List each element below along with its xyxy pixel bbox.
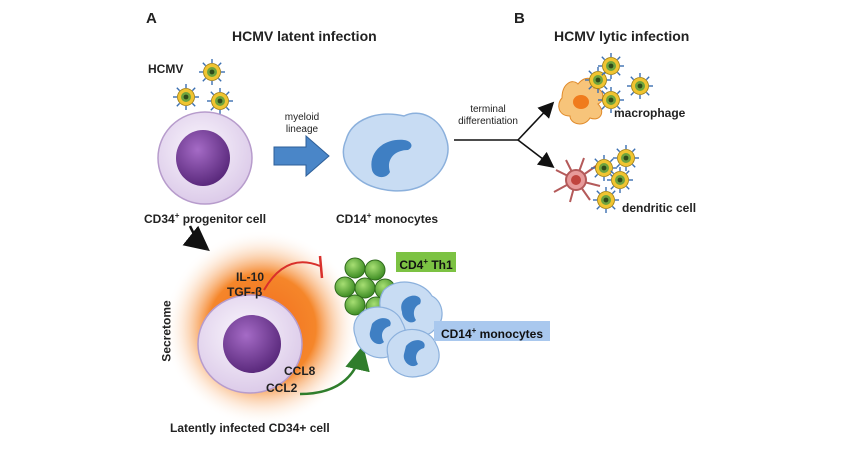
mono2-rest: monocytes (476, 327, 544, 341)
myeloid-lineage-label: myeloid lineage (272, 112, 332, 136)
progenitor-plus: + (174, 211, 180, 220)
panel-label-a: A (146, 10, 157, 27)
myeloid-lineage-arrow (273, 134, 330, 178)
ccl8-label: CCL8 (284, 364, 316, 378)
progenitor-to-latent-arrow (182, 225, 210, 252)
title-latent-infection: HCMV latent infection (232, 28, 377, 44)
progenitor-cell-label: CD34+ progenitor cell (144, 211, 266, 226)
progenitor-cell (157, 111, 253, 205)
mono2-cd14: CD14 (440, 327, 472, 341)
lineage-label: lineage (285, 124, 319, 135)
th1-rest: Th1 (428, 258, 453, 272)
latently-infected-label: Latently infected CD34+ cell (170, 421, 330, 435)
monocyte-cluster (353, 281, 443, 378)
inhibition-arrow (263, 255, 324, 291)
monocytes-label-box: CD14+ monocytes (434, 321, 550, 341)
dendritic-cell-label: dendritic cell (622, 201, 697, 215)
th1-cell-cluster (334, 257, 396, 318)
monocytes-rest: monocytes (371, 212, 439, 226)
panel-label-b: B (514, 10, 525, 27)
th1-plus: + (423, 257, 428, 266)
latently-infected-cell (164, 230, 360, 426)
th1-cd4: CD4 (399, 258, 424, 272)
monocytes-label: CD14+ monocytes (336, 211, 438, 226)
differentiation-label: differentiation (458, 116, 518, 127)
macrophage-cell (558, 77, 604, 125)
progenitor-rest: progenitor cell (179, 212, 267, 226)
title-lytic-infection: HCMV lytic infection (554, 28, 690, 44)
monocytes-cd14: CD14 (336, 212, 367, 226)
hcmv-label: HCMV (148, 62, 184, 76)
secretome-label: Secretome (159, 300, 174, 362)
monocyte-cell (342, 112, 449, 192)
ccl2-label: CCL2 (266, 381, 298, 395)
tgfb-label: TGF-β (227, 285, 263, 299)
terminal-differentiation-label: terminal differentiation (452, 104, 524, 128)
mono2-plus: + (471, 326, 477, 335)
activation-arrow (299, 345, 370, 396)
monocytes-plus: + (366, 211, 372, 220)
macrophage-label: macrophage (614, 106, 686, 120)
progenitor-cd34: CD34 (144, 212, 175, 226)
il10-label: IL-10 (236, 270, 265, 284)
terminal-differentiation-arrows (454, 101, 555, 168)
th1-label-box: CD4+ Th1 (396, 252, 456, 272)
myeloid-label: myeloid (284, 112, 320, 123)
terminal-label: terminal (470, 104, 506, 115)
dendritic-cell (553, 157, 601, 203)
